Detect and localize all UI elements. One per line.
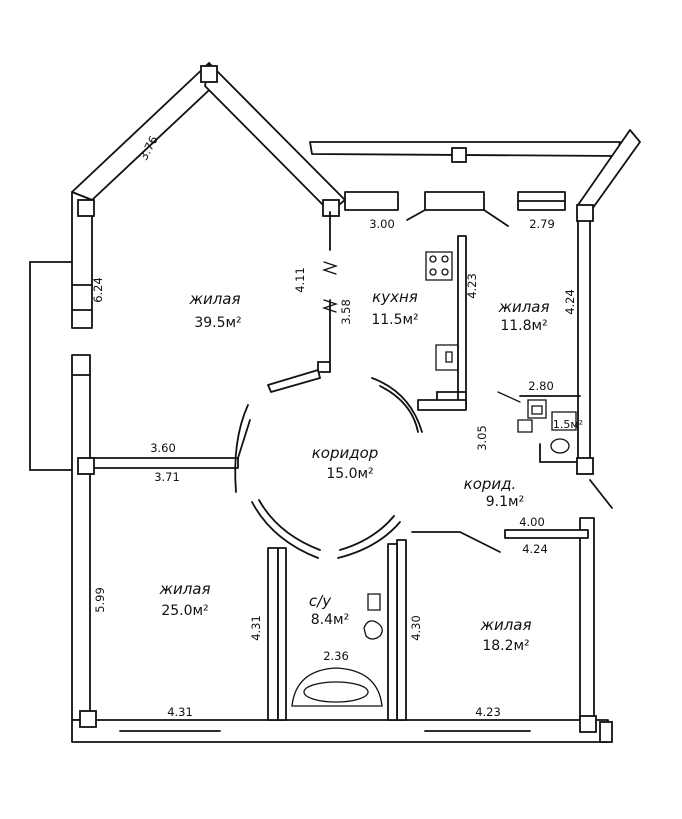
room-bathroom-name: с/у (309, 592, 332, 610)
stove-burner-1 (429, 255, 437, 263)
bathroom-small-cabinet (517, 419, 533, 433)
corridor-nook (436, 391, 467, 401)
room-bedroom-ne-area: 11.8м² (500, 318, 547, 334)
dim-living-east-wall: 4.11 (293, 267, 307, 293)
bathroom-small-sink (551, 411, 577, 431)
bathroom-small-toilet (550, 438, 570, 454)
kitchen-sink (435, 344, 459, 371)
wall-living-bedroom-sw (89, 457, 239, 469)
corridor-arc-northeast-2 (379, 385, 419, 433)
room-living-large-name: жилая (188, 290, 240, 308)
west-mid-pier (77, 457, 95, 475)
room-bedroom-sw-area: 25.0м² (161, 603, 208, 619)
bathroom-east-wall (396, 539, 407, 721)
wall-corridor-bedroom-se-east (504, 529, 589, 539)
bathroom-tub-basin (303, 681, 369, 703)
bathroom-sink-shape (363, 620, 383, 640)
room-corridor-east-name: корид. (464, 475, 517, 493)
dim-kitchen-east-wall: 4.23 (465, 273, 479, 299)
bathroom-small-door (497, 391, 521, 403)
bathroom-small-inner (531, 405, 543, 415)
bathroom-small-box (527, 399, 547, 419)
dim-bedroom-sw-south-wall: 4.31 (167, 705, 193, 719)
living-door (237, 419, 251, 459)
outer-wall-east-lower (579, 517, 595, 721)
bathroom-west-wall (267, 547, 279, 721)
outer-wall-west-lower (71, 354, 91, 721)
room-corridor-main-name: коридор (312, 444, 379, 462)
west-top-pier (77, 199, 95, 217)
dim-bedroom-ne-north-wall: 2.79 (529, 217, 555, 231)
corridor-arc-southeast (337, 521, 401, 559)
dim-bedroom-se-south-wall: 4.23 (475, 705, 501, 719)
dim-bathroom-west-wall: 4.31 (249, 615, 263, 641)
room-bedroom-ne-name: жилая (497, 298, 549, 316)
dim-bathroom-east-wall: 4.30 (409, 615, 423, 641)
dim-balcony-wall: 6.24 (91, 277, 105, 303)
corridor-arc-north (267, 369, 321, 393)
dim-bedroom-sw-west-wall: 5.99 (93, 587, 107, 613)
east-top-pier (576, 204, 594, 222)
dim-kitchen-west-wall: 3.58 (339, 299, 353, 325)
outer-wall-northeast (204, 62, 346, 213)
southwest-corner (79, 710, 97, 728)
room-kitchen-name: кухня (372, 288, 418, 306)
dim-bathroom-south-wall: 2.36 (323, 649, 349, 663)
east-mid-pier (576, 457, 594, 475)
north-wall-pier (451, 147, 467, 163)
dim-kitchen-north-wall: 3.00 (369, 217, 395, 231)
bathroom-toilet (367, 593, 381, 611)
corridor-arc-northeast (371, 377, 423, 433)
corridor-arc-southwest (251, 501, 319, 559)
bathroom-west-wall-2 (277, 547, 287, 721)
kitchen-window-bay (424, 191, 485, 211)
wall-kitchen-corridor (417, 399, 467, 411)
outer-wall-northwest (71, 62, 223, 201)
outer-wall-west-upper (71, 191, 93, 329)
balcony-outline (29, 261, 73, 471)
southeast-corner (579, 715, 597, 733)
room-corridor-main-area: 15.0м² (326, 466, 373, 482)
apex-pier (200, 65, 218, 83)
dim-bedroom-se-north-wall-inner: 4.24 (522, 542, 548, 556)
room-living-large-area: 39.5м² (194, 315, 241, 331)
dim-bedroom-se-north-wall: 4.00 (519, 515, 545, 529)
room-kitchen-area: 11.5м² (371, 312, 418, 328)
wall-living-corridor-corner (317, 361, 331, 373)
room-bedroom-sw-name: жилая (158, 580, 210, 598)
stove-burner-4 (441, 268, 449, 276)
room-small-bath-area: 1.5м² (553, 418, 583, 431)
southeast-outer-pier (599, 721, 613, 743)
room-corridor-east-area: 9.1м² (486, 494, 524, 510)
dim-living-south-wall: 3.60 (150, 441, 176, 455)
west-window (71, 284, 93, 376)
kitchen-stove (425, 251, 453, 281)
kitchen-door-mark (321, 261, 339, 313)
corridor-arc-southwest-2 (258, 499, 321, 551)
east-door-swing (589, 479, 613, 509)
corridor-arc-west (234, 404, 249, 493)
corridor-arc-southeast-2 (339, 515, 395, 551)
room-bedroom-se-name: жилая (479, 616, 531, 634)
room-bedroom-se-area: 18.2м² (482, 638, 529, 654)
kitchen-north-wall (344, 191, 399, 211)
wall-corridor-bedroom-se (411, 531, 501, 553)
dim-corridor-east-wall: 3.05 (475, 425, 489, 451)
dim-bedroom-ne-south-wall: 2.80 (528, 379, 554, 393)
room-bathroom-area: 8.4м² (311, 612, 349, 628)
stove-burner-3 (429, 268, 437, 276)
bathroom-small-south-wall (539, 443, 581, 463)
kitchen-west-pier (322, 199, 340, 217)
bathroom-east-wall-2 (387, 543, 398, 721)
dim-bedroom-ne-east-wall: 4.24 (563, 289, 577, 315)
bathroom-tub (291, 667, 383, 707)
wall-kitchen-bedroom-ne (457, 235, 467, 409)
dim-bedroom-sw-north-wall: 3.71 (154, 470, 180, 484)
kitchen-window-sill (406, 209, 509, 227)
stove-burner-2 (441, 255, 449, 263)
